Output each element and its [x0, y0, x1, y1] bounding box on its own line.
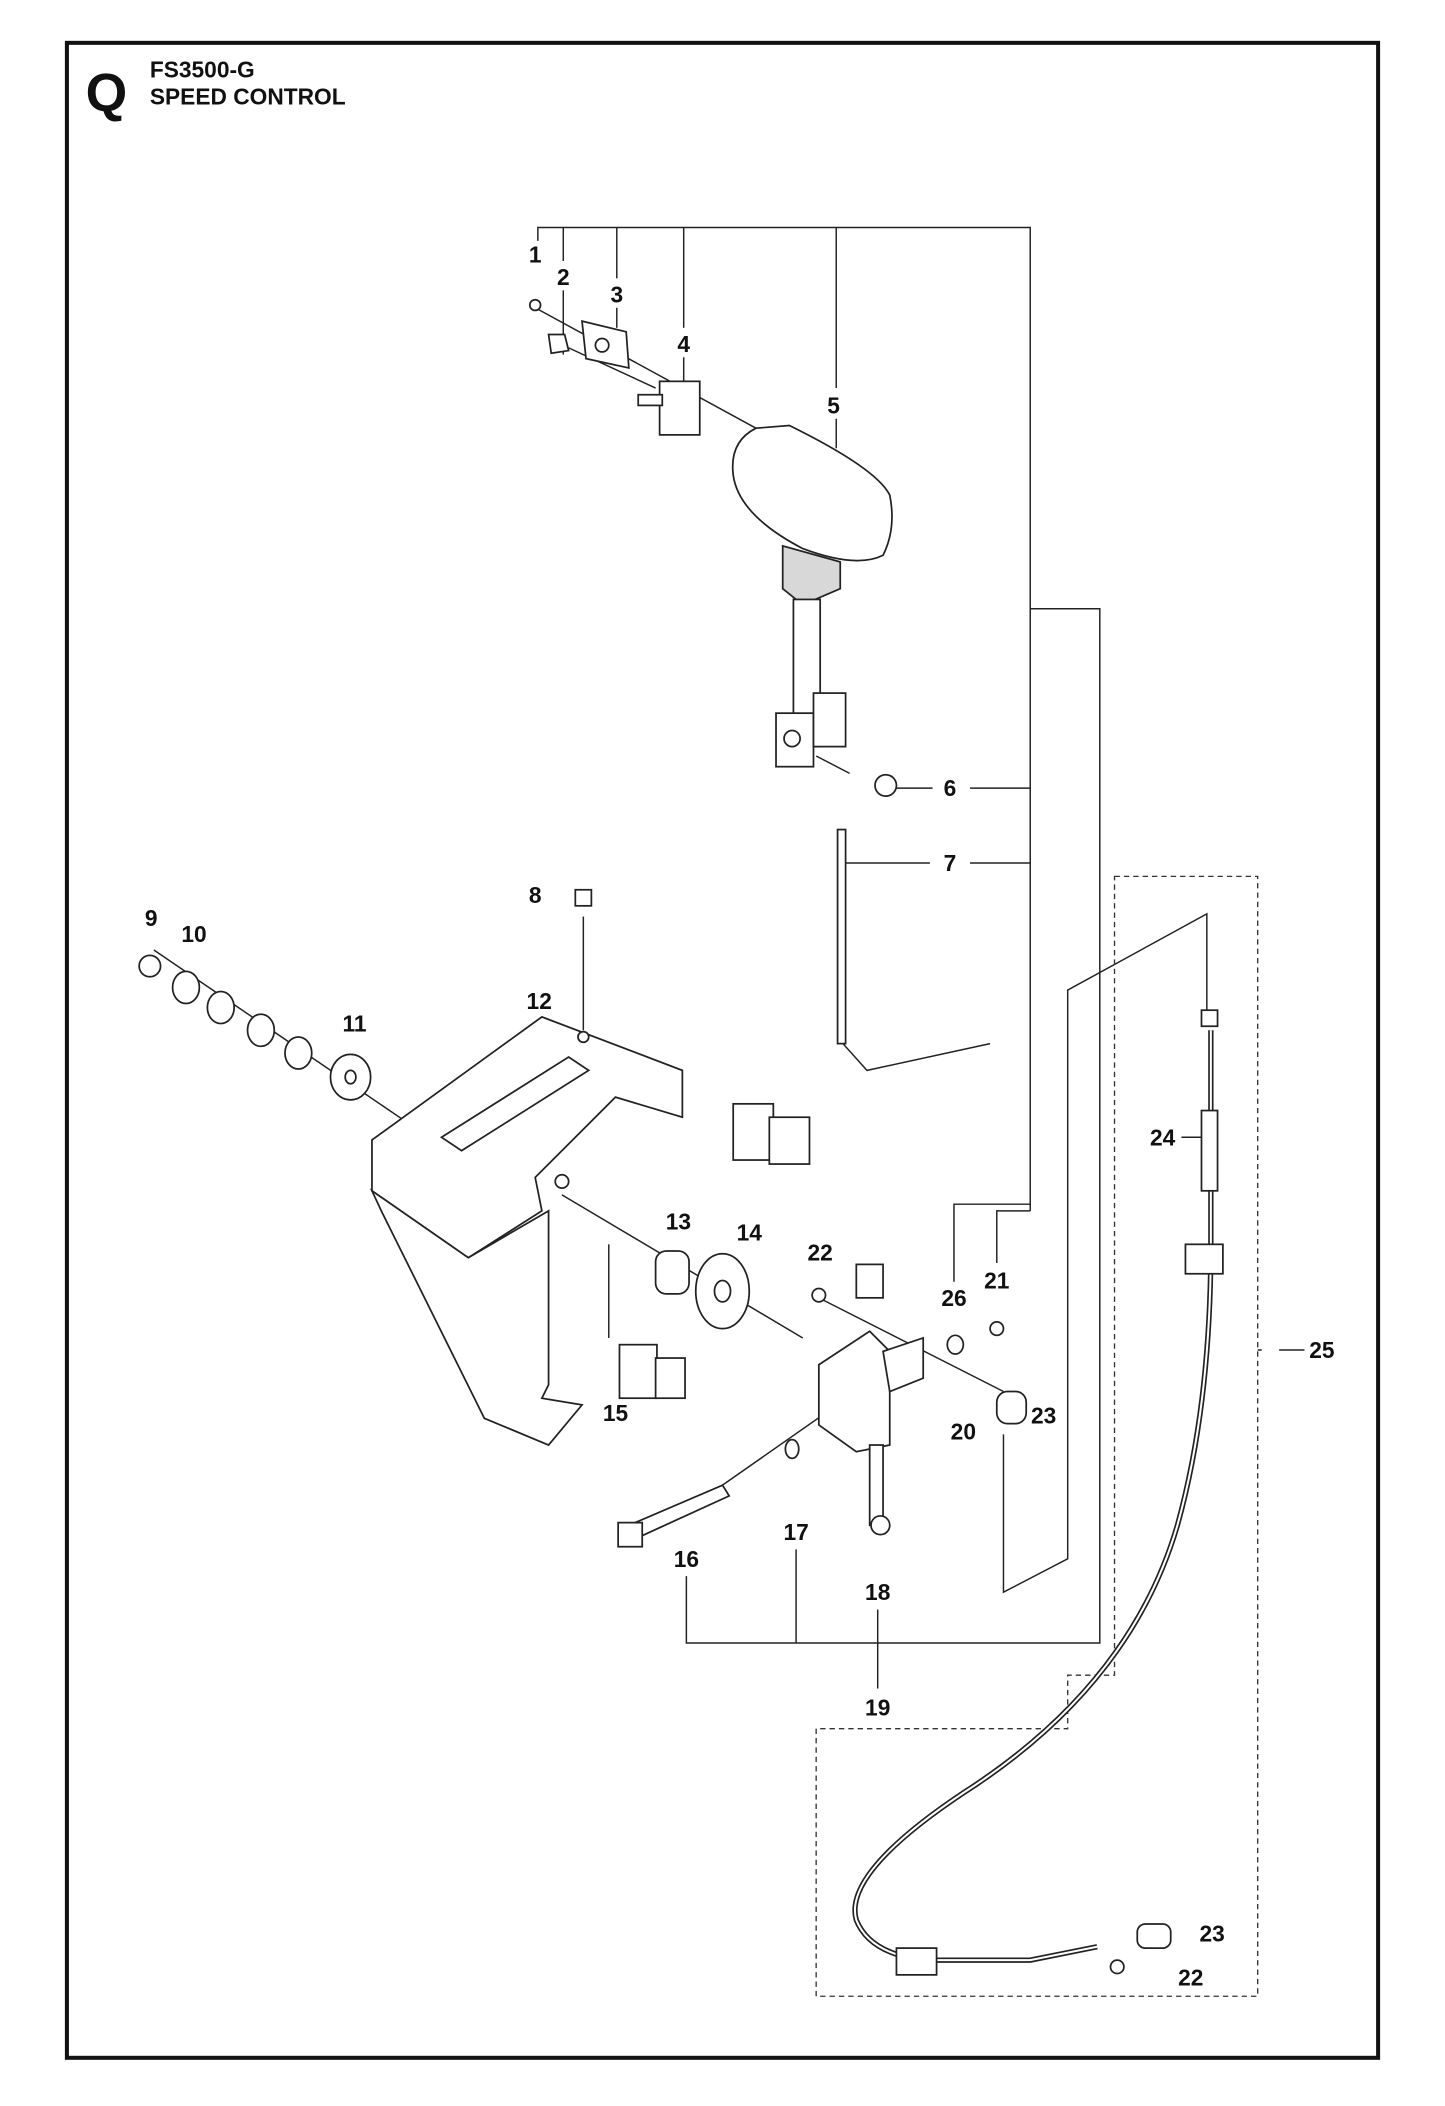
callout-3: 3	[610, 281, 623, 307]
callout-15: 15	[603, 1400, 629, 1426]
callout-17: 17	[783, 1519, 808, 1545]
callout-13: 13	[666, 1209, 691, 1235]
callout-9: 9	[145, 905, 158, 931]
callout-5: 5	[827, 392, 840, 418]
callout-21: 21	[984, 1267, 1010, 1293]
callout-11: 11	[343, 1011, 367, 1037]
diagram-title: SPEED CONTROL	[150, 83, 346, 109]
callout-8: 8	[529, 882, 542, 908]
callout-23: 23	[1031, 1403, 1056, 1429]
callout-4: 4	[677, 331, 690, 357]
section-letter: Q	[86, 64, 128, 123]
mounting-bracket	[369, 888, 684, 1447]
bolt-icon	[574, 888, 593, 907]
callout-26: 26	[941, 1285, 966, 1311]
callout-2: 2	[557, 264, 570, 290]
callout-23-cable: 23	[1200, 1920, 1225, 1946]
throttle-cable	[852, 1009, 1224, 1976]
callout-10: 10	[181, 921, 206, 947]
pivot-assembly	[617, 1250, 1028, 1548]
diagram-frame	[64, 40, 1381, 2060]
callout-12: 12	[527, 988, 552, 1014]
callout-24: 24	[1150, 1124, 1176, 1150]
callout-14: 14	[737, 1219, 763, 1245]
callout-25: 25	[1309, 1337, 1335, 1363]
nut-icon	[874, 773, 898, 797]
washers	[138, 954, 372, 1101]
model-name: FS3500-G	[150, 57, 255, 83]
callout-20: 20	[951, 1419, 976, 1445]
callout-19: 19	[865, 1694, 890, 1720]
callout-16: 16	[674, 1546, 699, 1572]
callout-6: 6	[944, 775, 957, 801]
part-callouts: 1 2 3 4 5 6 7 8 9 10 11 12 13 14 15 16 1…	[145, 241, 1335, 1990]
handle-assembly	[528, 298, 991, 1165]
callout-22: 22	[808, 1239, 833, 1265]
callout-18: 18	[865, 1579, 890, 1605]
leader-lines	[153, 226, 1305, 1689]
callout-1: 1	[529, 241, 542, 267]
callout-22-cable: 22	[1178, 1965, 1203, 1991]
callout-7: 7	[944, 850, 957, 876]
